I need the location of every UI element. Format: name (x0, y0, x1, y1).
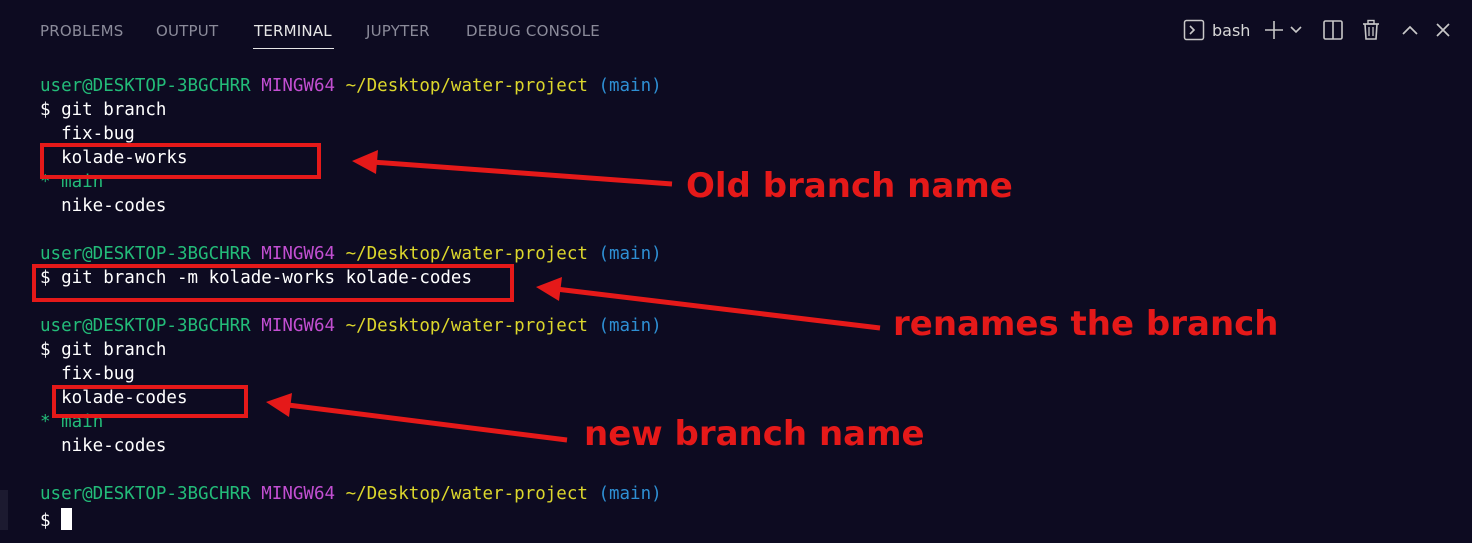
prompt-system: MINGW64 (261, 244, 336, 264)
prompt-branch: (main) (598, 316, 662, 336)
terminal-name[interactable]: bash (1212, 21, 1251, 40)
prompt-path: ~/Desktop/water-project (345, 244, 588, 264)
active-tab-indicator (253, 48, 334, 49)
branch-name: kolade-codes (61, 388, 188, 408)
current-marker: * (40, 172, 51, 192)
branch-name: fix-bug (61, 364, 135, 384)
prompt-symbol: $ (40, 340, 51, 360)
branch-item: fix-bug (40, 124, 135, 144)
command-text: git branch (61, 100, 167, 120)
branch-item: fix-bug (40, 364, 135, 384)
trash-icon[interactable] (1359, 18, 1383, 42)
command-text: git branch (61, 340, 167, 360)
branch-name: fix-bug (61, 124, 135, 144)
branch-name: nike-codes (61, 436, 167, 456)
prompt-user: user@DESKTOP-3BGCHRR (40, 484, 251, 504)
add-terminal-icon[interactable] (1262, 18, 1286, 42)
prompt-user: user@DESKTOP-3BGCHRR (40, 244, 251, 264)
text-cursor (61, 508, 73, 530)
tab-output[interactable]: OUTPUT (156, 22, 219, 40)
prompt-system: MINGW64 (261, 316, 336, 336)
prompt-line: user@DESKTOP-3BGCHRR MINGW64 ~/Desktop/w… (40, 76, 662, 96)
tab-debug-console[interactable]: DEBUG CONSOLE (466, 22, 600, 40)
old-branch-annotation: Old branch name (686, 166, 1013, 206)
prompt-line: user@DESKTOP-3BGCHRR MINGW64 ~/Desktop/w… (40, 484, 662, 504)
prompt-branch: (main) (598, 244, 662, 264)
new-branch-annotation: new branch name (584, 414, 925, 454)
prompt-branch: (main) (598, 76, 662, 96)
prompt-user: user@DESKTOP-3BGCHRR (40, 316, 251, 336)
prompt-symbol: $ (40, 100, 51, 120)
new-branch-highlight-box (52, 385, 248, 418)
split-terminal-icon[interactable] (1321, 18, 1345, 42)
prompt-system: MINGW64 (261, 484, 336, 504)
tab-problems[interactable]: PROBLEMS (40, 22, 124, 40)
terminal-icon[interactable] (1182, 18, 1206, 42)
terminal-output[interactable]: user@DESKTOP-3BGCHRR MINGW64 ~/Desktop/w… (0, 62, 1472, 543)
command-line: $ git branch -m kolade-works kolade-code… (40, 268, 472, 288)
branch-item: nike-codes (40, 196, 166, 216)
branch-item: nike-codes (40, 436, 166, 456)
current-marker: * (40, 412, 51, 432)
close-icon[interactable] (1431, 18, 1455, 42)
branch-item: kolade-works (40, 148, 188, 168)
scrollbar[interactable] (0, 490, 8, 530)
prompt-user: user@DESKTOP-3BGCHRR (40, 76, 251, 96)
rename-annotation: renames the branch (893, 304, 1279, 344)
prompt-symbol: $ (40, 511, 51, 531)
branch-item: kolade-codes (40, 388, 188, 408)
prompt-path: ~/Desktop/water-project (345, 316, 588, 336)
branch-name: kolade-works (61, 148, 188, 168)
prompt-branch: (main) (598, 484, 662, 504)
command-text: git branch -m kolade-works kolade-codes (61, 268, 472, 288)
prompt-path: ~/Desktop/water-project (345, 76, 588, 96)
prompt-system: MINGW64 (261, 76, 336, 96)
input-line[interactable]: $ (40, 508, 73, 531)
tab-jupyter[interactable]: JUPYTER (366, 22, 430, 40)
prompt-symbol: $ (40, 268, 51, 288)
tab-terminal[interactable]: TERMINAL (254, 22, 332, 40)
panel-header: PROBLEMS OUTPUT TERMINAL JUPYTER DEBUG C… (0, 0, 1472, 62)
prompt-path: ~/Desktop/water-project (345, 484, 588, 504)
rename-command-highlight-box (32, 264, 514, 302)
chevron-down-icon[interactable] (1286, 18, 1306, 42)
prompt-line: user@DESKTOP-3BGCHRR MINGW64 ~/Desktop/w… (40, 316, 662, 336)
command-line: $ git branch (40, 340, 166, 360)
command-line: $ git branch (40, 100, 166, 120)
maximize-panel-icon[interactable] (1398, 18, 1422, 42)
prompt-line: user@DESKTOP-3BGCHRR MINGW64 ~/Desktop/w… (40, 244, 662, 264)
branch-name: nike-codes (61, 196, 167, 216)
old-branch-highlight-box (40, 143, 321, 179)
